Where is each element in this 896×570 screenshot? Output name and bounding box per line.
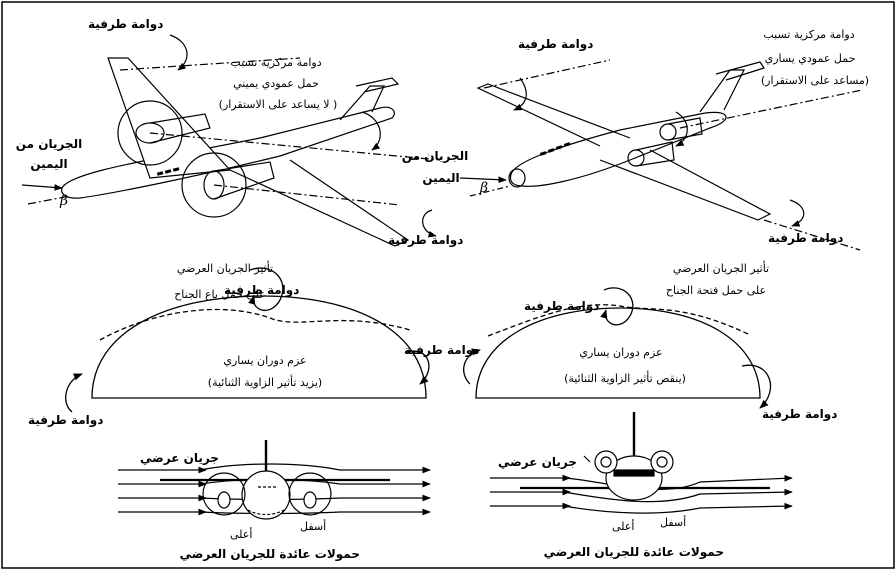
spanload-left [65,267,430,413]
moment-line1-right: عزم دوران يساري [579,346,663,359]
central-vortex-line3-left: ( لا يساعد على الاستقرار) [218,98,338,111]
caption-left: حمولات عائدة للجريان العرضي [179,547,360,561]
central-vortex-line1-left: دوامة مركزية تسبب [230,56,322,69]
tip-vortex-label-mid-right-side: دوامة طرفية [404,343,480,357]
upper-label-right: أعلى [612,520,635,533]
front-view-left [118,440,431,520]
lower-label-right: أسفل [660,516,687,529]
caption-right: حمولات عائدة للجريان العرضي [543,545,724,559]
spanload-title-line1-right: تأثير الجريان العرضي [672,262,770,275]
airplane-top-right [459,59,863,251]
central-vortex-line2-right: حمل عمودي يساري [764,52,856,65]
front-view-right [490,412,793,514]
spanload-title-line1-left: تأثير الجريان العرضي [176,262,274,275]
tip-vortex-label-mid-left-side: دوامة طرفية [28,413,104,427]
moment-line1-left: عزم دوران يساري [223,354,307,367]
beta-symbol-left: β [59,193,68,209]
tip-vortex-label-mid-right-side-b: دوامة طرفية [762,407,838,421]
tip-vortex-label-bottom-left: دوامة طرفية [388,233,464,247]
upper-label-left: أعلى [230,528,253,541]
tip-vortex-label-bottom-right: دوامة طرفية [768,231,844,245]
spanload-right [463,287,772,409]
crossflow-label-left: جريان عرضي [140,451,219,465]
crossflow-label-right: جريان عرضي [498,455,577,469]
tip-vortex-label-top-right: دوامة طرفية [518,37,594,51]
flow-from-line1-right: الجريان من [401,149,469,163]
moment-line2-left: (يزيد تأثير الزاوية الثنائية) [207,376,323,389]
central-vortex-line1-right: دوامة مركزية تسبب [763,28,855,41]
flow-from-line2-right: اليمين [422,171,460,185]
central-vortex-line3-right: (مساعد على الاستقرار) [760,74,870,87]
beta-symbol-right: β [479,180,488,196]
spanload-title-line2-right: على حمل فتحة الجناح [665,284,767,297]
lower-label-left: أسفل [300,520,327,533]
central-vortex-line2-left: حمل عمودي يميني [233,77,319,90]
tip-vortex-label-top-left: دوامة طرفية [88,17,164,31]
spanload-title-line2-left: على حمل باع الجناح [174,288,266,301]
moment-line2-right: (ينقص تأثير الزاوية الثنائية) [564,372,686,385]
airplane-top-left [21,34,441,247]
flow-from-line2-left: اليمين [30,157,68,171]
tip-vortex-label-mid-left: دوامة طرفية [224,283,300,297]
tip-vortex-label-mid-right-top: دوامة طرفية [524,299,600,313]
flow-from-line1-left: الجريان من [15,137,83,151]
